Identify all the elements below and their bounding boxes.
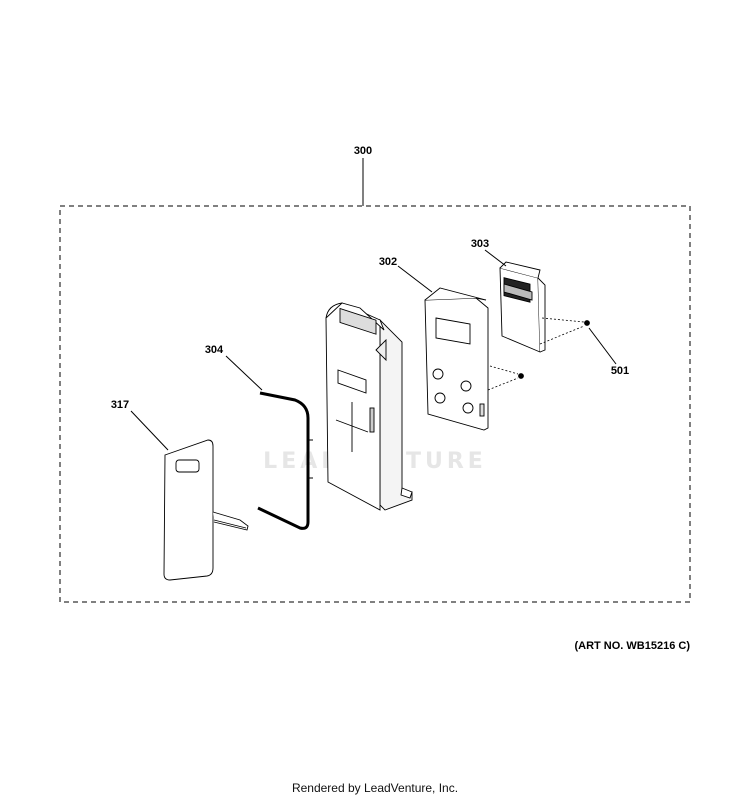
- callout-501[interactable]: 501: [611, 365, 629, 377]
- part-303-control-board: [499, 261, 546, 353]
- footer-credit: Rendered by LeadVenture, Inc.: [291, 781, 459, 795]
- callout-302[interactable]: 302: [379, 256, 397, 268]
- callout-304[interactable]: 304: [205, 344, 224, 356]
- part-302-panel-plate: [424, 287, 489, 431]
- leader-302: [397, 265, 433, 293]
- callout-300[interactable]: 300: [354, 145, 372, 157]
- callout-303[interactable]: 303: [471, 238, 489, 250]
- part-317-membrane: [163, 439, 249, 581]
- art-number: (ART NO. WB15216 C): [574, 640, 690, 652]
- leader-501: [588, 327, 617, 365]
- leader-304: [225, 355, 263, 391]
- leader-317: [130, 410, 169, 451]
- part-501-screws: [487, 317, 590, 391]
- assembly-boundary: [59, 205, 691, 603]
- callout-317[interactable]: 317: [111, 399, 129, 411]
- part-control-panel-housing: [325, 302, 413, 511]
- part-304-gasket: [257, 391, 313, 530]
- leader-303: [484, 249, 507, 267]
